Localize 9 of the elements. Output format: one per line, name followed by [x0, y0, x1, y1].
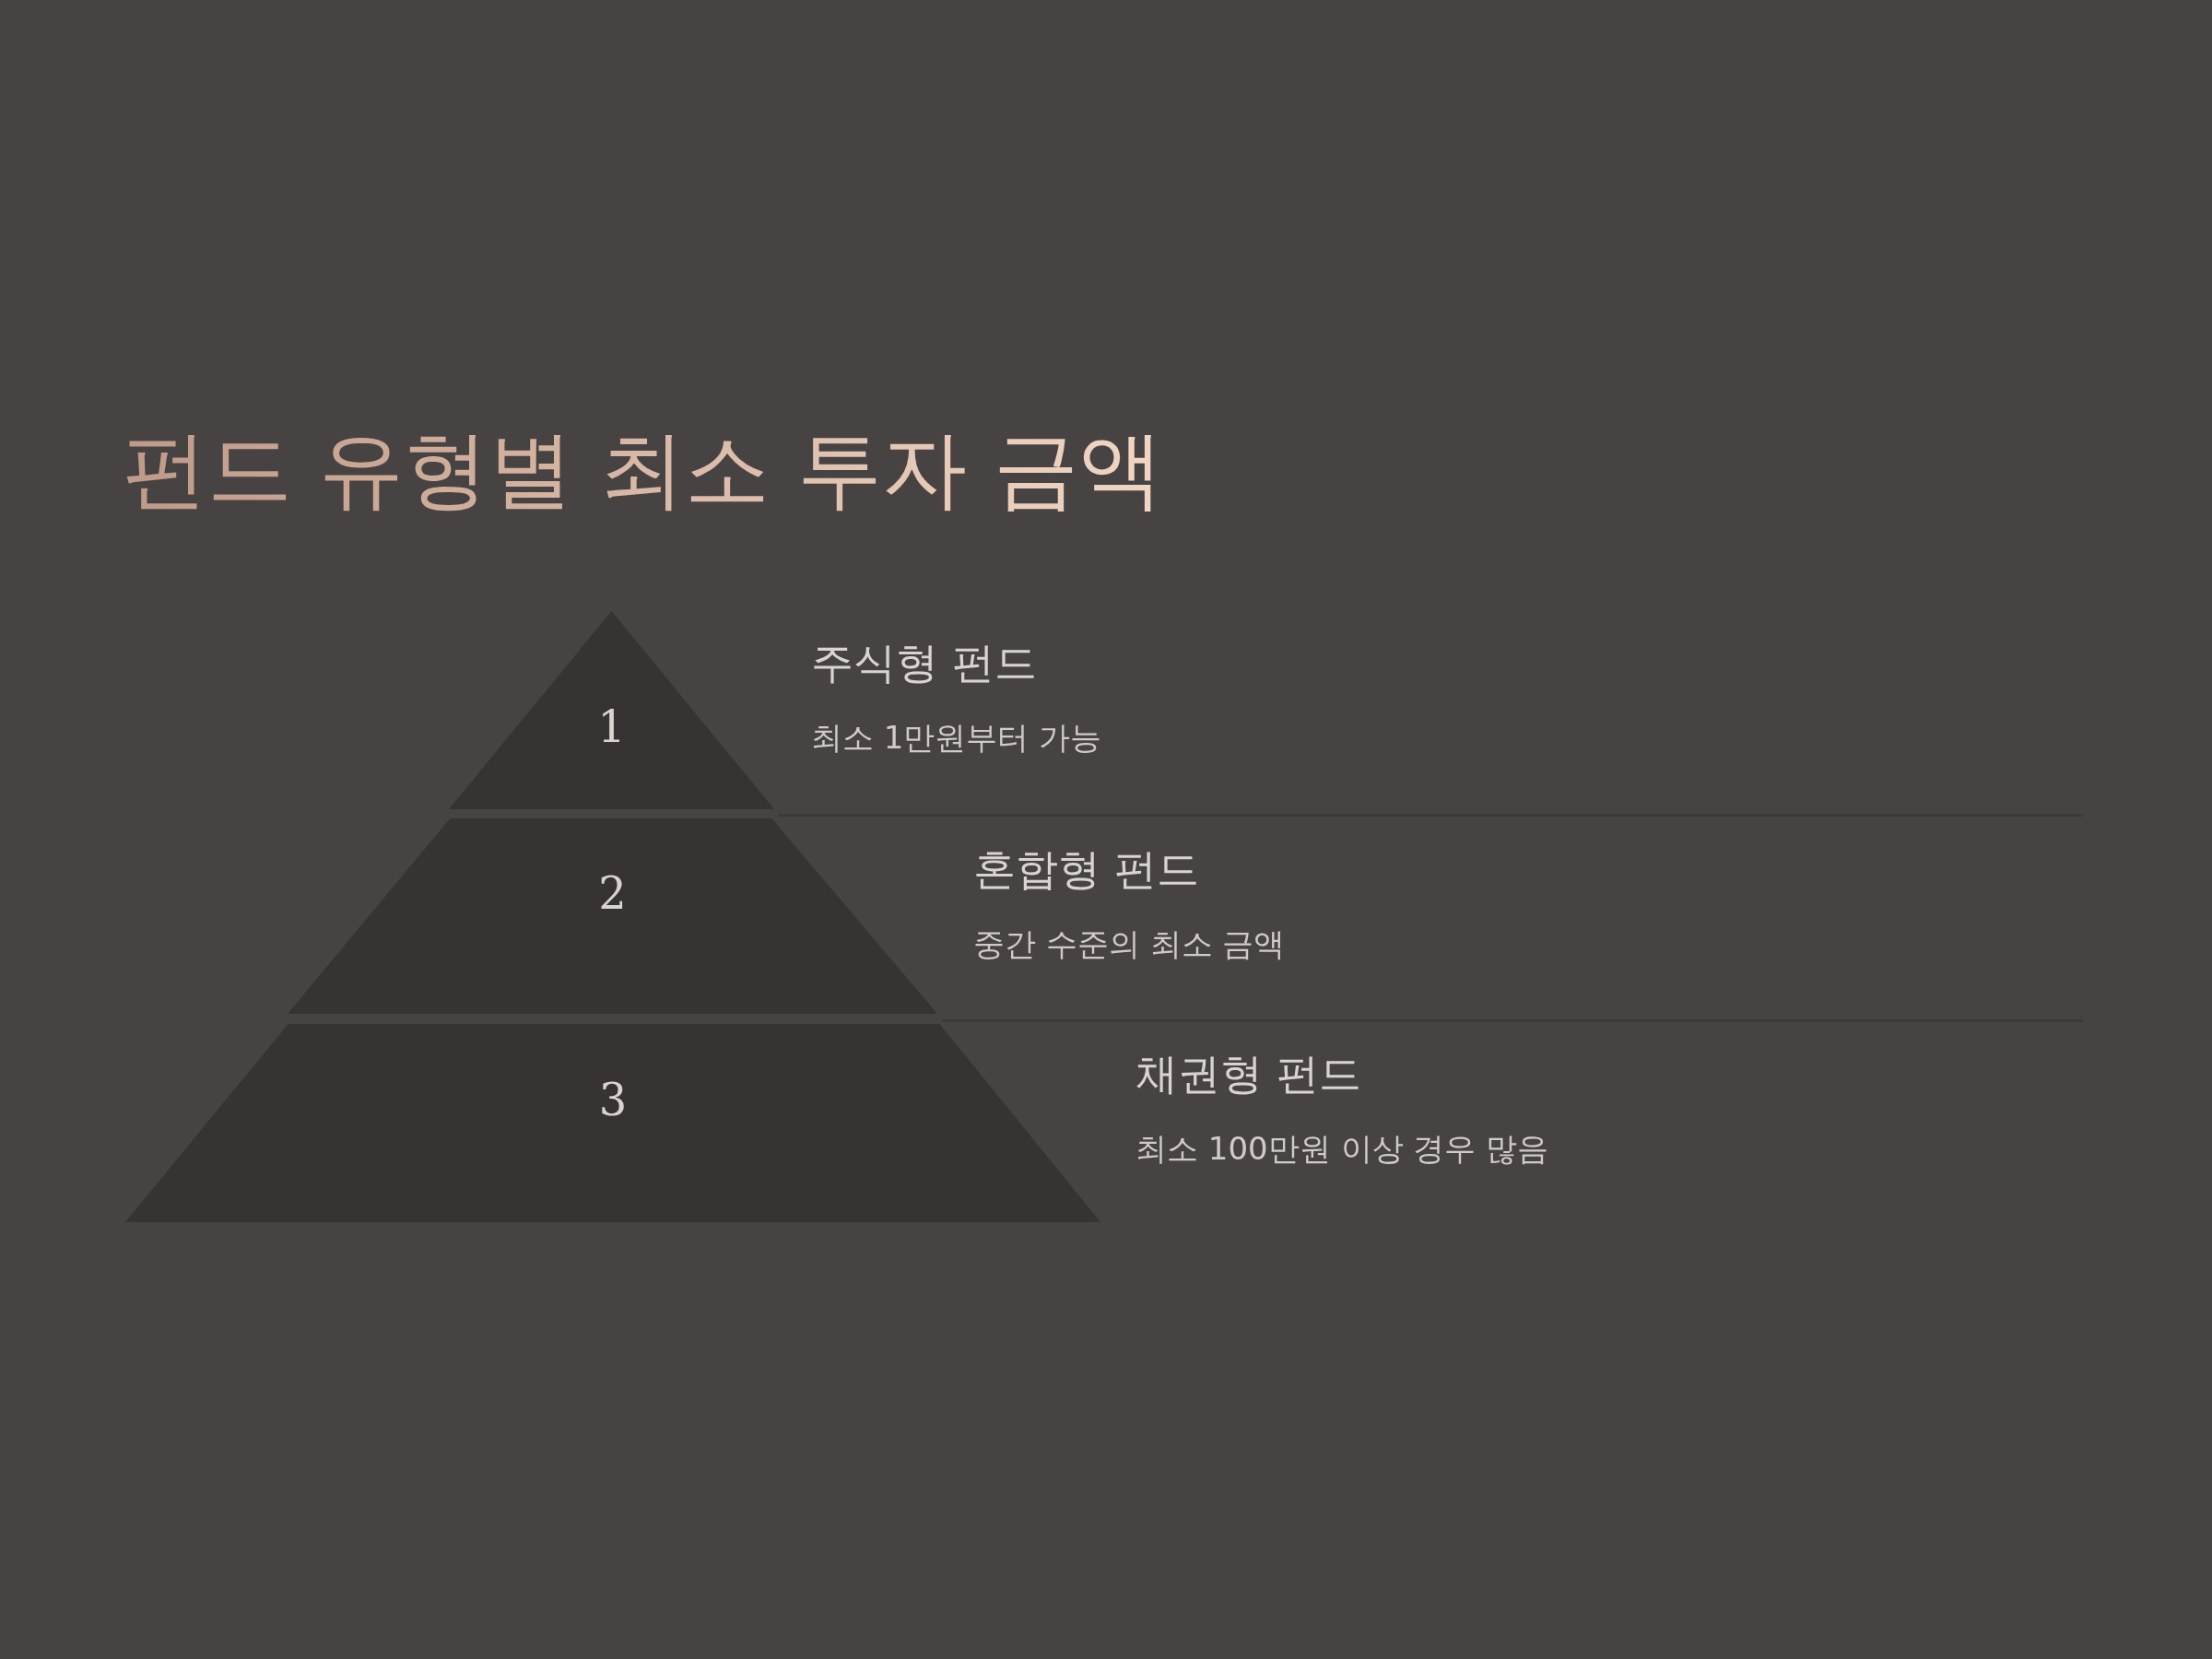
tier-number: 1: [596, 703, 627, 748]
tier-heading: 주식형 펀드: [811, 638, 1037, 689]
tier-number: 3: [597, 1077, 629, 1122]
tier-heading: 채권형 펀드: [1135, 1049, 1361, 1100]
tier-description: 중간 수준의 최소 금액: [973, 925, 1286, 963]
tier-number: 2: [597, 870, 628, 915]
tier-heading: 혼합형 펀드: [973, 844, 1199, 896]
tier-description: 최소 1만원부터 가능: [811, 719, 1102, 757]
tier-description: 최소 100만원 이상 경우 많음: [1135, 1130, 1549, 1168]
